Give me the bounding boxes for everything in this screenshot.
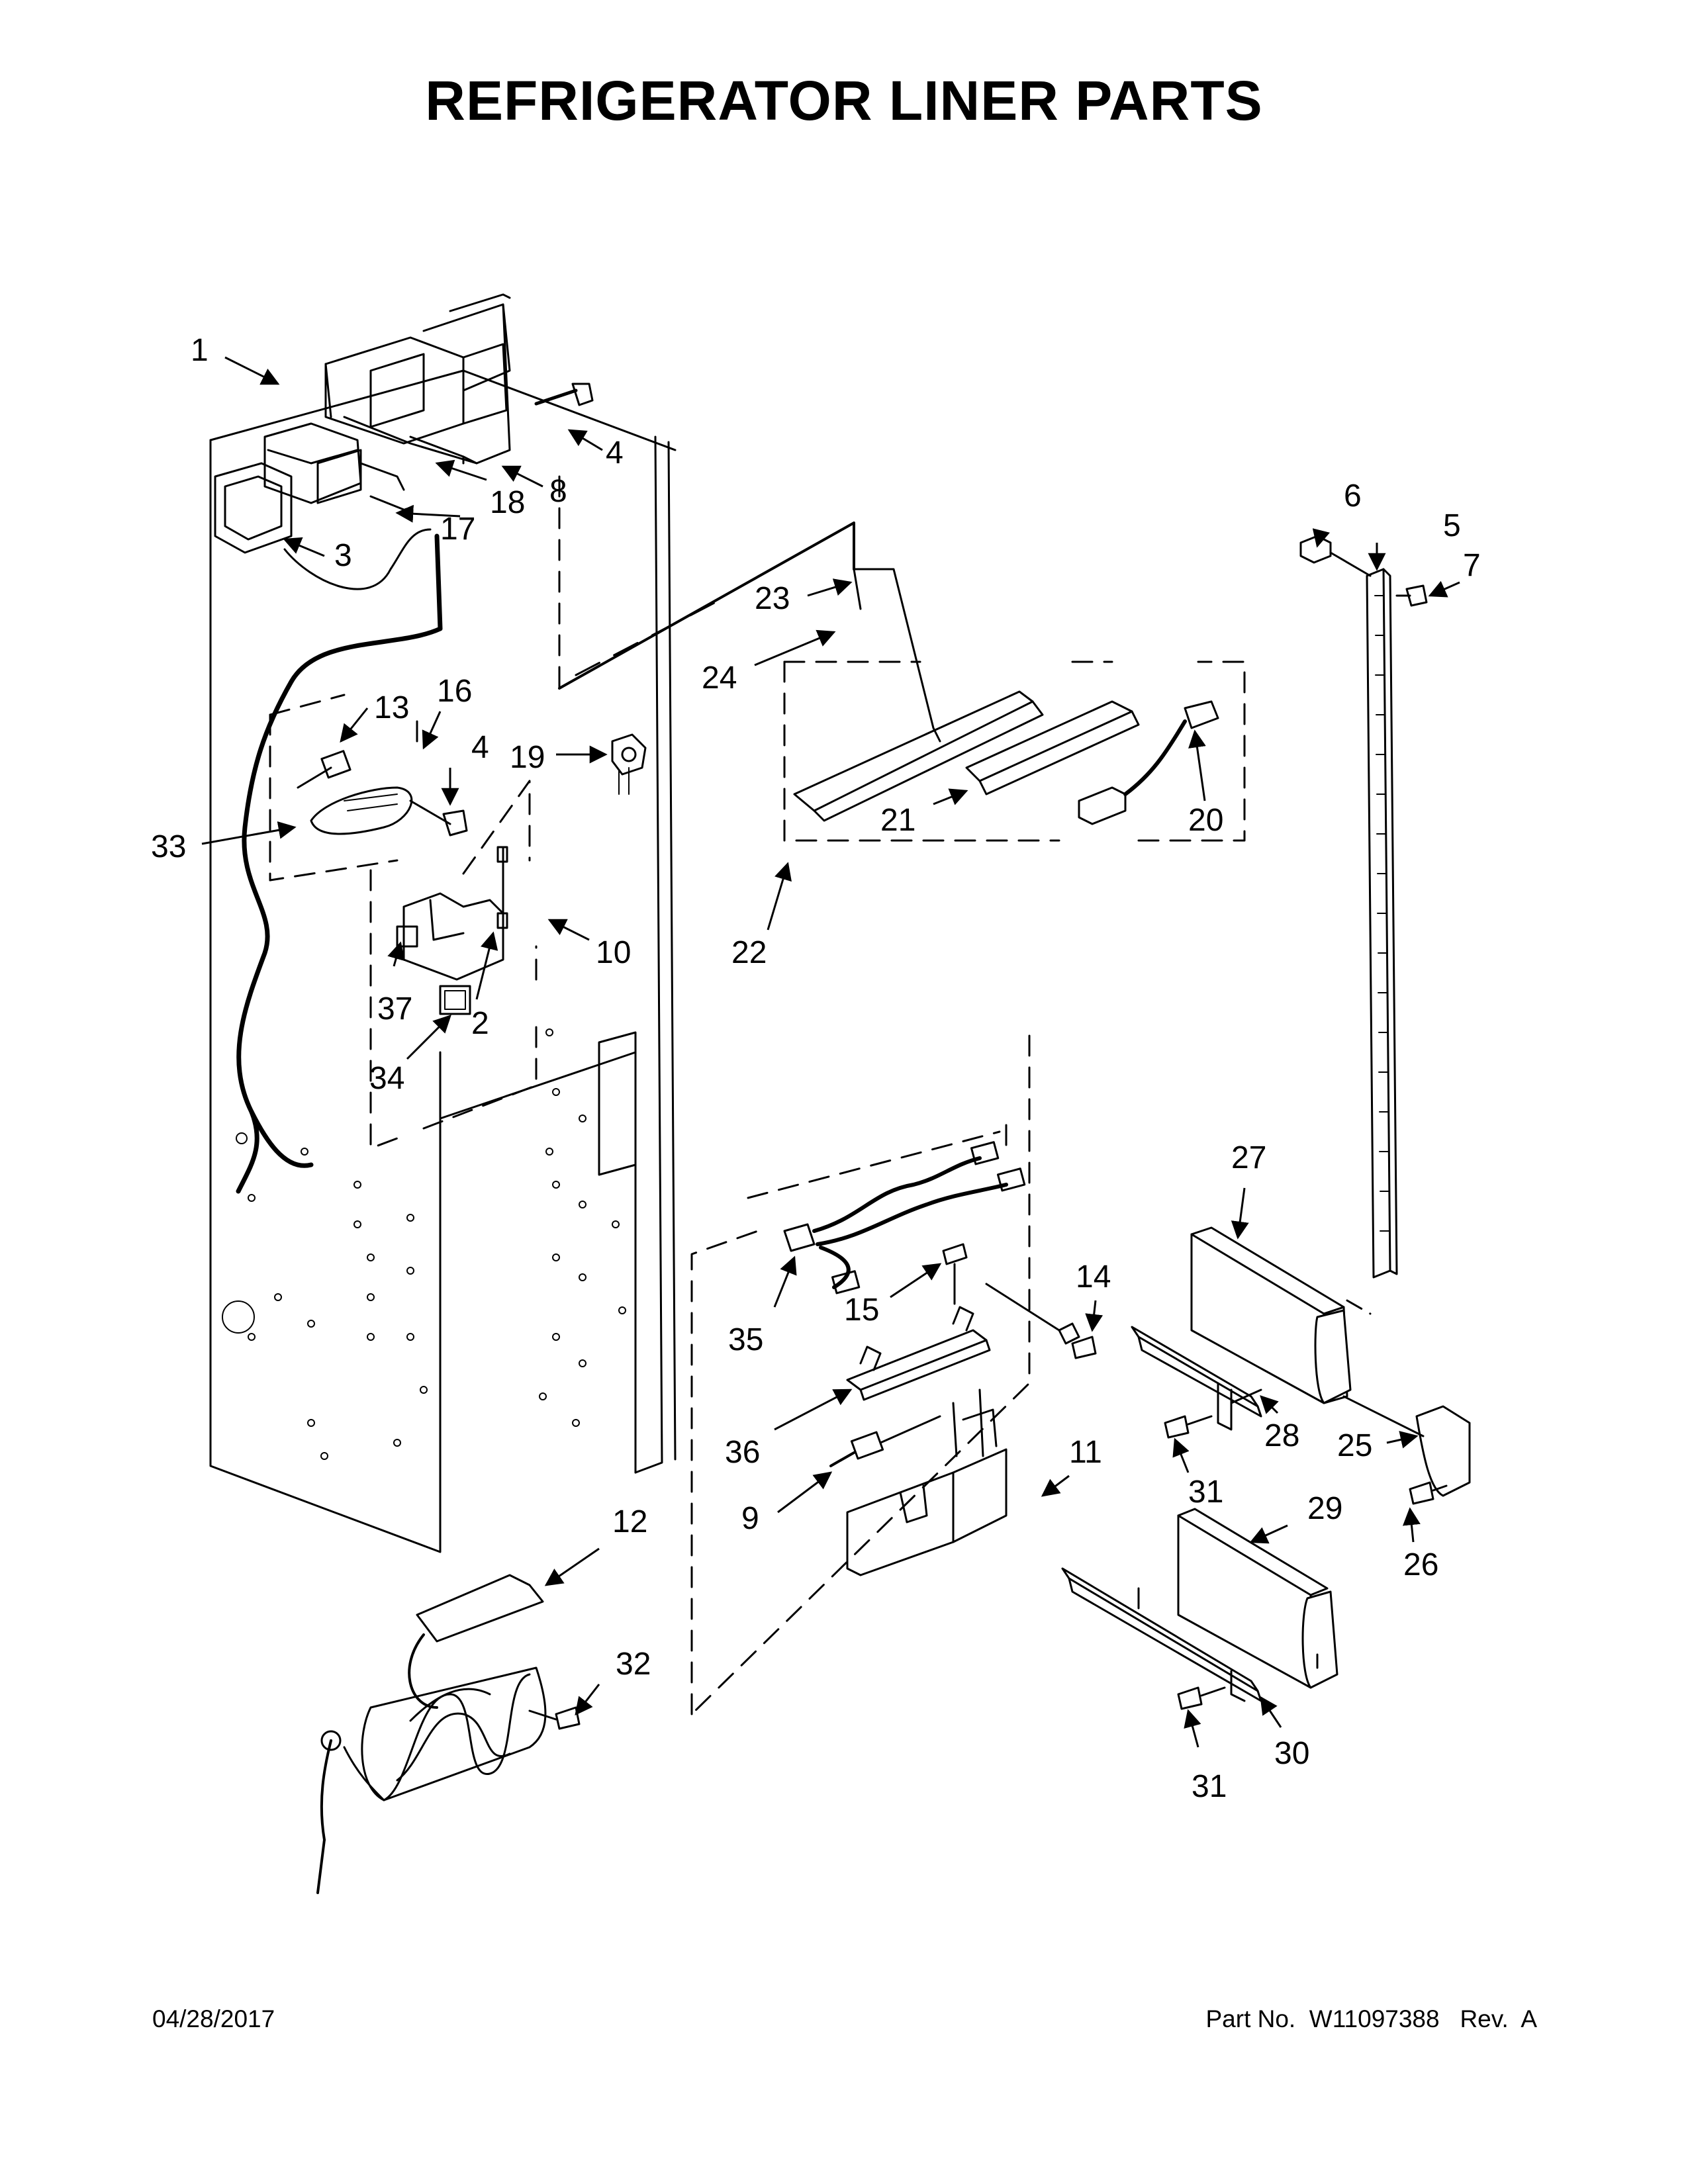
callout-2: 2 [471, 1006, 489, 1041]
callout-15: 15 [844, 1293, 879, 1328]
screws [528, 1336, 1448, 1730]
part-label: Part No. [1205, 2005, 1296, 2032]
callout-13: 13 [374, 690, 409, 725]
callout-18: 18 [490, 485, 525, 520]
callout-26: 26 [1403, 1547, 1438, 1582]
wire-harness-main [236, 533, 443, 1194]
callout-30: 30 [1274, 1736, 1309, 1771]
crisper-cover-27 [1131, 1226, 1471, 1497]
callout-6: 6 [1344, 478, 1362, 514]
evaporator-coil-12 [316, 1574, 547, 1894]
callout-4-top: 4 [606, 435, 624, 471]
callout-12: 12 [612, 1504, 647, 1539]
callout-labels: 1 2 3 4 4 5 6 7 8 9 10 11 12 13 14 15 16… [151, 333, 1481, 1804]
callout-17: 17 [440, 512, 475, 547]
callout-20: 20 [1188, 803, 1223, 838]
callout-36: 36 [725, 1435, 760, 1470]
shelf-rail-5 [1299, 535, 1428, 1279]
footer-part-number: Part No. W11097388 Rev. A [1206, 2005, 1538, 2033]
callout-34: 34 [369, 1061, 404, 1096]
callout-16: 16 [437, 674, 472, 709]
screw-4-top [534, 383, 594, 406]
dispenser-assembly-11 [690, 1034, 1080, 1715]
callout-24: 24 [702, 660, 737, 696]
callout-7: 7 [1463, 548, 1481, 583]
callout-19: 19 [510, 740, 545, 775]
callout-23: 23 [755, 581, 790, 616]
callout-32: 32 [616, 1647, 651, 1682]
crisper-cover-29 [1061, 1508, 1338, 1702]
control-assembly [269, 694, 531, 882]
callout-27: 27 [1231, 1140, 1266, 1175]
callout-31-upper: 31 [1188, 1475, 1223, 1510]
page-title: REFRIGERATOR LINER PARTS [425, 69, 1263, 132]
rev-value: A [1521, 2005, 1537, 2032]
callout-11: 11 [1069, 1435, 1102, 1470]
callout-21: 21 [880, 803, 915, 838]
light-housing [214, 462, 432, 590]
callout-4-mid: 4 [471, 730, 489, 765]
callout-22: 22 [731, 935, 767, 970]
light-assembly-22 [783, 568, 1246, 842]
callout-33: 33 [151, 829, 186, 864]
callout-37: 37 [377, 991, 412, 1026]
callout-8: 8 [549, 474, 567, 509]
part-number: W11097388 [1309, 2005, 1440, 2032]
callout-3: 3 [334, 538, 352, 573]
callout-25: 25 [1337, 1428, 1372, 1463]
callout-14: 14 [1076, 1259, 1111, 1295]
rev-label: Rev. [1460, 2005, 1509, 2032]
footer-date: 04/28/2017 [152, 2005, 275, 2032]
callout-5: 5 [1443, 508, 1461, 543]
callout-28: 28 [1264, 1418, 1299, 1453]
callout-29: 29 [1307, 1491, 1342, 1526]
air-duct-assembly [324, 293, 511, 465]
callout-35: 35 [728, 1322, 763, 1357]
callout-31-lower: 31 [1192, 1769, 1227, 1804]
callout-9: 9 [741, 1501, 759, 1536]
callout-10: 10 [596, 935, 631, 970]
callout-1: 1 [191, 333, 209, 368]
control-box-10 [369, 846, 538, 1150]
thermistor-19 [611, 733, 647, 795]
